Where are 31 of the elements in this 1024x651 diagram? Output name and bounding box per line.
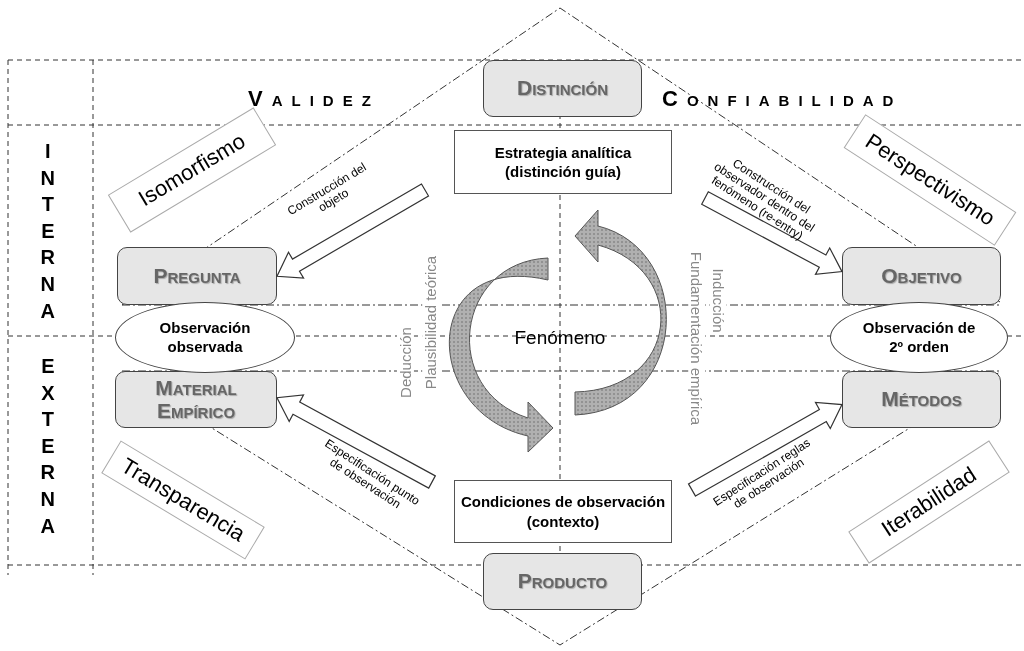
node-text: Distinción [517, 77, 608, 100]
block-arrow [700, 191, 843, 276]
concept-box [483, 60, 642, 117]
node-text: Observación observada [158, 318, 252, 357]
concept-box [842, 371, 1001, 428]
center-label: Fenómeno [514, 327, 606, 349]
row-heading: EXTERNA [40, 354, 56, 539]
row-heading: INTERNA [40, 139, 56, 324]
axis-label: Deducción [396, 326, 414, 398]
axis-label: Plausibilidad teórica [421, 255, 439, 389]
node-text: Producto [517, 570, 608, 593]
block-arrow [687, 401, 843, 497]
node-text: Estrategia analítica (distinción guía) [493, 142, 633, 182]
node-text: Métodos [881, 388, 962, 411]
node-text: Observación de 2º orden [861, 318, 977, 357]
text-box [454, 480, 672, 543]
column-heading: Validez [248, 86, 380, 112]
block-arrow [276, 183, 430, 279]
node-text: Condiciones de observación (contexto) [459, 492, 667, 531]
column-heading: Confiabilidad [662, 86, 903, 112]
node-text: Material Empírico [154, 377, 238, 422]
node-text: Pregunta [153, 264, 241, 287]
concept-box [117, 247, 277, 305]
concept-box [842, 247, 1001, 305]
concept-box [115, 371, 277, 428]
text-box [454, 130, 672, 194]
axis-label: Fundamentación empírica [687, 251, 705, 425]
axis-label: Inducción [709, 267, 727, 333]
concept-box [483, 553, 642, 610]
node-text: Objetivo [881, 264, 962, 287]
block-arrow [276, 394, 437, 489]
